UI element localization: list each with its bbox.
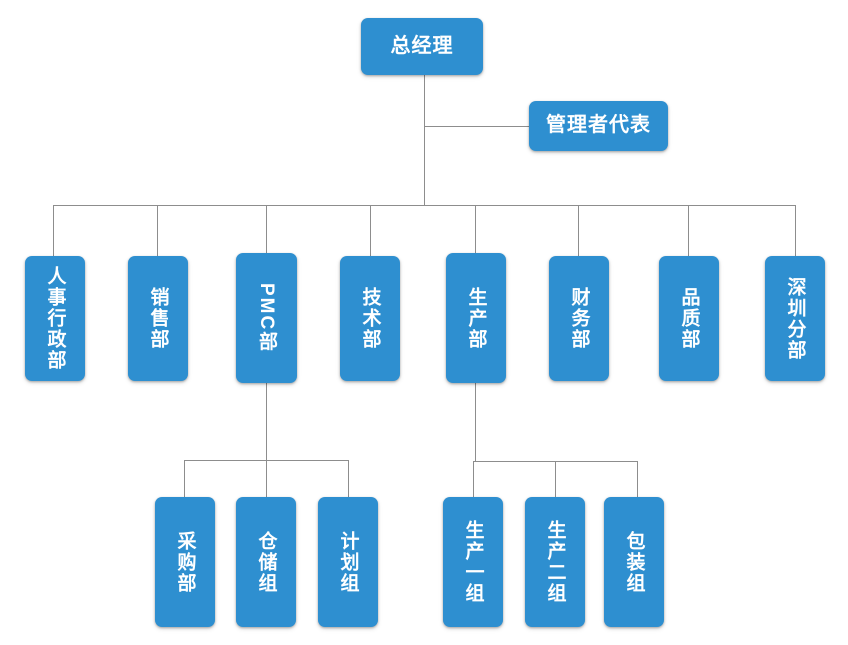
node-label: 销售部 — [147, 287, 169, 350]
node-label: 品质部 — [678, 287, 700, 350]
node-shenzhen-branch[interactable]: 深圳分部 — [765, 256, 825, 381]
connector-drop-dept-4 — [370, 205, 371, 256]
connector-root-trunk — [424, 75, 425, 206]
node-technology-department[interactable]: 技术部 — [340, 256, 400, 381]
connector-drop-prod-3 — [637, 461, 638, 497]
node-purchasing-department[interactable]: 采购部 — [155, 497, 215, 627]
connector-drop-dept-7 — [688, 205, 689, 256]
node-warehouse-group[interactable]: 仓储组 — [236, 497, 296, 627]
connector-drop-dept-2 — [157, 205, 158, 256]
node-production-team-1[interactable]: 生产一组 — [443, 497, 503, 627]
node-label: 计划组 — [337, 530, 359, 594]
node-label: 总经理 — [390, 34, 454, 57]
node-label: 生产一组 — [462, 520, 484, 604]
connector-drop-pmc-2 — [266, 460, 267, 497]
connector-root-to-staff — [424, 126, 530, 127]
node-label: PMC部 — [256, 283, 277, 353]
connector-drop-dept-6 — [578, 205, 579, 256]
node-label: 采购部 — [174, 530, 196, 594]
connector-department-bus — [53, 205, 795, 206]
node-production-team-2[interactable]: 生产二组 — [525, 497, 585, 627]
connector-drop-pmc-1 — [184, 460, 185, 497]
connector-pmc-stem — [266, 383, 267, 461]
node-label: 技术部 — [359, 287, 381, 350]
node-label: 财务部 — [568, 287, 590, 350]
node-finance-department[interactable]: 财务部 — [549, 256, 609, 381]
connector-drop-dept-8 — [795, 205, 796, 256]
node-pmc-department[interactable]: PMC部 — [236, 253, 297, 383]
node-production-department[interactable]: 生产部 — [446, 253, 506, 383]
connector-production-stem — [475, 383, 476, 461]
node-planning-group[interactable]: 计划组 — [318, 497, 378, 627]
connector-drop-dept-3 — [266, 205, 267, 253]
connector-drop-prod-2 — [555, 461, 556, 497]
connector-drop-dept-5 — [475, 205, 476, 253]
connector-drop-pmc-3 — [348, 460, 349, 497]
node-label: 生产二组 — [544, 520, 566, 604]
node-sales-department[interactable]: 销售部 — [128, 256, 188, 381]
node-label: 管理者代表 — [546, 114, 651, 137]
node-label: 仓储组 — [255, 530, 277, 594]
connector-drop-dept-1 — [53, 205, 54, 256]
node-label: 深圳分部 — [784, 276, 806, 361]
node-general-manager[interactable]: 总经理 — [361, 18, 483, 75]
node-hr-admin-department[interactable]: 人事行政部 — [25, 256, 85, 381]
connector-drop-prod-1 — [473, 461, 474, 497]
node-packaging-group[interactable]: 包装组 — [604, 497, 664, 627]
node-label: 生产部 — [465, 286, 487, 350]
node-label: 包装组 — [623, 530, 645, 594]
node-management-representative[interactable]: 管理者代表 — [529, 101, 668, 151]
node-label: 人事行政部 — [44, 266, 66, 371]
node-quality-department[interactable]: 品质部 — [659, 256, 719, 381]
